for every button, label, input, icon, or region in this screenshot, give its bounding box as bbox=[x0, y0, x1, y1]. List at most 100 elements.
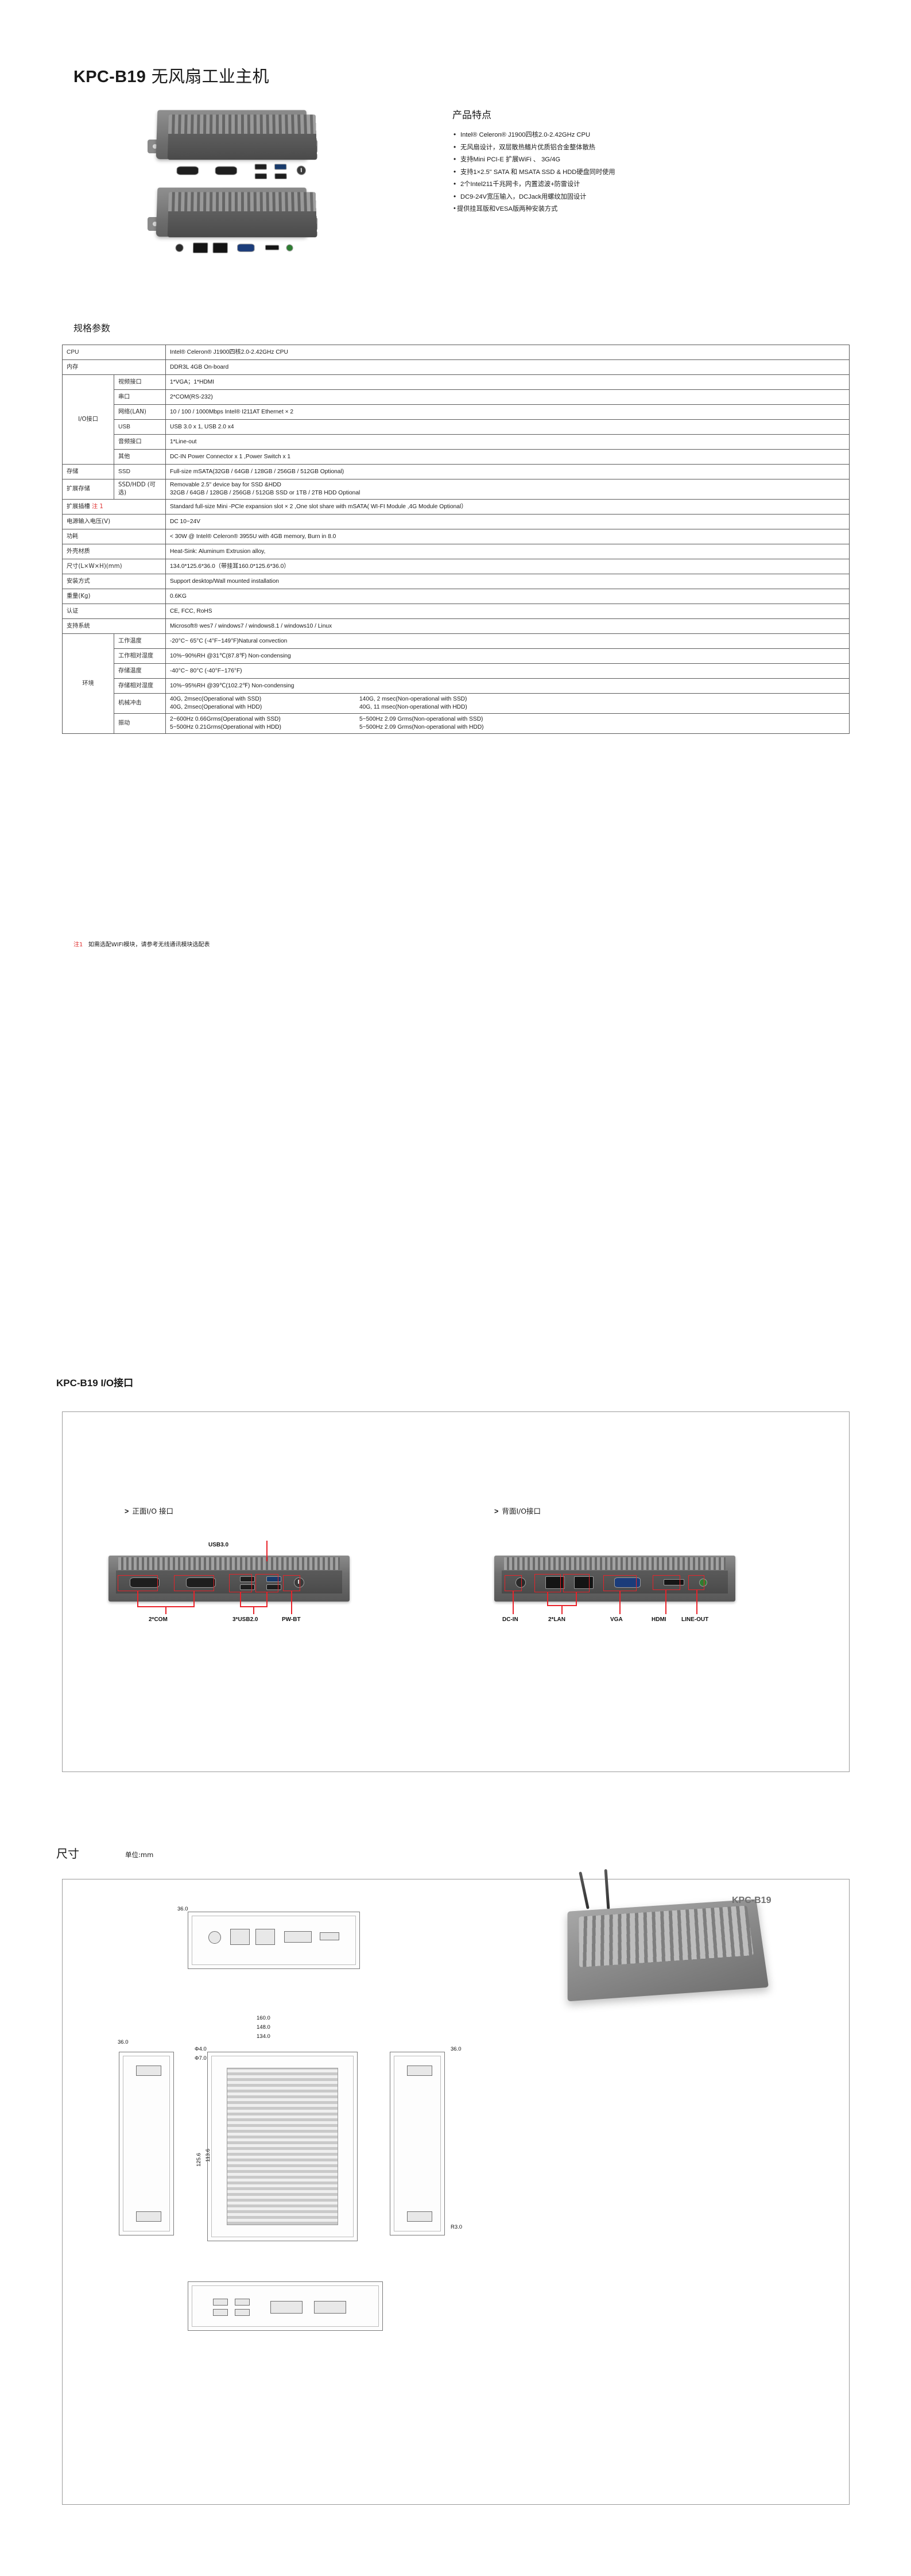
chassis-rear bbox=[156, 187, 317, 253]
spec-label: 扩展插槽 注 1 bbox=[62, 499, 166, 515]
leader-line-usb3b bbox=[266, 1592, 268, 1606]
spec-heading: 规格参数 bbox=[73, 323, 111, 334]
dim-label-left-height: 36.0 bbox=[177, 1906, 188, 1912]
leader-line-com2 bbox=[193, 1591, 195, 1606]
spec-label-text: 扩展插槽 注 1 bbox=[67, 503, 103, 510]
page-title: KPC-B19 无风扇工业主机 bbox=[73, 63, 269, 87]
callout-box-com2 bbox=[174, 1575, 214, 1591]
leader-line-lineout bbox=[696, 1590, 697, 1614]
table-row: 认证 CE, FCC, RoHS bbox=[62, 604, 850, 619]
io-section-heading: KPC-B19 I/O接口 bbox=[56, 1378, 134, 1388]
spec-sublabel: SSD/HDD (可选) bbox=[114, 479, 166, 500]
spec-value: 0.6KG bbox=[165, 589, 850, 604]
spec-table: CPU Intel® Celeron® J1900四核2.0-2.42GHz C… bbox=[62, 345, 850, 734]
callout-box-usb3 bbox=[255, 1574, 278, 1592]
front-io-label-text: 正面I/O 接口 bbox=[132, 1507, 174, 1515]
annotation-usb30: USB3.0 bbox=[208, 1542, 229, 1548]
lan2-port bbox=[573, 1576, 594, 1589]
table-row: 尺寸(L×W×H)(mm) 134.0*125.6*36.0（带挂耳160.0*… bbox=[62, 559, 850, 574]
power-button-photo bbox=[296, 165, 307, 175]
leader-line-lan2 bbox=[576, 1592, 577, 1605]
spec-sublabel: 视频接口 bbox=[114, 374, 166, 390]
callout-box-vga bbox=[603, 1575, 637, 1591]
table-row: 重量(Kg) 0.6KG bbox=[62, 589, 850, 604]
table-row: USB USB 3.0 x 1, USB 2.0 x4 bbox=[63, 419, 850, 435]
spec-label: 存储 bbox=[62, 464, 114, 479]
spec-label: 功耗 bbox=[62, 529, 166, 544]
com2-port bbox=[185, 1577, 216, 1588]
lineout-photo bbox=[286, 244, 293, 252]
com1-port-photo bbox=[176, 166, 199, 175]
table-row: 存储 SSD Full-size mSATA(32GB / 64GB / 128… bbox=[62, 464, 850, 479]
drawing-right-inner bbox=[394, 2056, 441, 2231]
spec-sublabel: 网络(LAN) bbox=[114, 404, 166, 420]
feature-item: 支持1×2.5" SATA 和 MSATA SSD & HDD硬盘同时使用 bbox=[452, 166, 751, 179]
io-diagram-box: >正面I/O 接口 bbox=[62, 1411, 850, 1772]
spec-value-line: 40G, 2msec(Operational with HDD) 40G, 11… bbox=[170, 703, 845, 711]
dimensions-heading: 尺寸 bbox=[56, 1847, 79, 1861]
spec-label: 重量(Kg) bbox=[62, 589, 166, 604]
spec-value: 40G, 2msec(Operational with SSD) 140G, 2… bbox=[165, 693, 850, 714]
rear-io-photo bbox=[494, 1556, 735, 1614]
drawing-usb-c bbox=[235, 2299, 250, 2306]
spec-sublabel: 振动 bbox=[114, 713, 166, 734]
dc-in-port bbox=[515, 1577, 526, 1588]
spec-value-line: 2~600Hz 0.66Grms(Operational with SSD) 5… bbox=[170, 715, 845, 724]
leader-line-com1 bbox=[137, 1591, 138, 1606]
dimensions-diagram-box: KPC-B19 36.0 160.0 148.0 134.0 36.0 bbox=[62, 1869, 850, 2505]
drawing-top-fins bbox=[227, 2068, 338, 2225]
rear-io-label-text: 背面I/O接口 bbox=[502, 1507, 541, 1515]
leader-line-pwbt bbox=[291, 1591, 292, 1614]
leader-line-hdmi bbox=[665, 1590, 666, 1614]
spec-value: Full-size mSATA(32GB / 64GB / 128GB / 25… bbox=[165, 464, 850, 479]
table-row: 其他 DC-IN Power Connector x 1 ,Power Swit… bbox=[63, 449, 850, 465]
dim-label-right-36: 36.0 bbox=[451, 2046, 462, 2052]
spec-value-col-b: 40G, 11 msec(Non-operational with HDD) bbox=[359, 704, 467, 710]
com2-port-photo bbox=[215, 166, 238, 175]
product-features: 产品特点 Intel® Celeron® J1900四核2.0-2.42GHz … bbox=[452, 107, 751, 216]
features-heading: 产品特点 bbox=[452, 110, 491, 121]
spec-value-col-b: 5~500Hz 2.09 Grms(Non-operational with H… bbox=[359, 724, 484, 730]
spec-value: 10%~95%RH @39℃(102.2℉) Non-condensing bbox=[165, 678, 850, 694]
spec-value: 1*Line-out bbox=[165, 434, 850, 450]
spec-sublabel: 工作温度 bbox=[114, 633, 166, 649]
drawing-left-inner bbox=[123, 2056, 170, 2231]
callout-box-power bbox=[283, 1575, 300, 1591]
spec-value: 2~600Hz 0.66Grms(Operational with SSD) 5… bbox=[165, 713, 850, 734]
table-row: 网络(LAN) 10 / 100 / 1000Mbps Intel® I211A… bbox=[63, 404, 850, 420]
usb3-port-photo bbox=[274, 164, 287, 170]
dim-label-w-134: 134.0 bbox=[257, 2033, 270, 2040]
front-panel bbox=[167, 134, 317, 180]
spec-value: 134.0*125.6*36.0（带挂耳160.0*125.6*36.0） bbox=[165, 559, 850, 574]
drawing-lan1 bbox=[230, 1929, 250, 1945]
annotation-pwbt: PW-BT bbox=[282, 1616, 301, 1623]
callout-box-dcin bbox=[505, 1575, 522, 1591]
drawing-top-inner bbox=[211, 2056, 354, 2237]
table-row: 串口 2*COM(RS-232) bbox=[63, 389, 850, 405]
table-row: 扩展插槽 注 1 Standard full-size Mini -PCIe e… bbox=[62, 499, 850, 515]
front-io-photo bbox=[108, 1541, 350, 1614]
table-row: 扩展存储 SSD/HDD (可选) Removable 2.5" device … bbox=[62, 479, 850, 500]
spec-label-env: 环境 bbox=[62, 633, 114, 734]
antenna-right-icon bbox=[604, 1869, 610, 1910]
table-row: 振动 2~600Hz 0.66Grms(Operational with SSD… bbox=[63, 713, 850, 734]
dim-label-h-1136: 113.6 bbox=[205, 2148, 211, 2162]
spec-table-wrap: CPU Intel® Celeron® J1900四核2.0-2.42GHz C… bbox=[62, 345, 850, 734]
heatsink-fins bbox=[168, 114, 316, 134]
spec-value: Removable 2.5" device bay for SSD &HDD 3… bbox=[165, 479, 850, 500]
spec-label: 安装方式 bbox=[62, 574, 166, 589]
table-row: I/O接口 视频接口 1*VGA；1*HDMI bbox=[62, 374, 850, 465]
callout-box-hdmi bbox=[653, 1575, 680, 1590]
heatsink-fins-rear bbox=[168, 192, 316, 212]
rear-heatsink-fins bbox=[503, 1557, 726, 1570]
feature-item: 2个Intel211千兆网卡，内置滤波+防雷设计 bbox=[452, 178, 751, 191]
drawing-rear-view bbox=[188, 1912, 360, 1969]
lineout-port bbox=[699, 1579, 707, 1587]
spec-value: < 30W @ Intel® Celeron® 3955U with 4GB m… bbox=[165, 529, 850, 544]
footnote-tag: 注1 bbox=[73, 942, 83, 948]
render-model-name: KPC-B19 bbox=[732, 1896, 772, 1905]
spec-label: 尺寸(L×W×H)(mm) bbox=[62, 559, 166, 574]
drawing-com1 bbox=[270, 2301, 303, 2314]
annotation-vga: VGA bbox=[610, 1616, 623, 1623]
spec-label: 电源输入电压(V) bbox=[62, 514, 166, 529]
